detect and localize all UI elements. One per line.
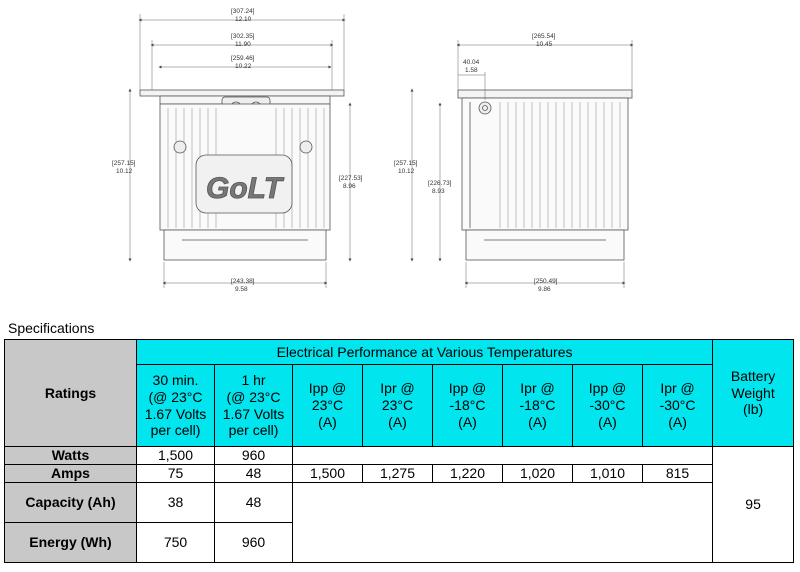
side-view: [457, 89, 633, 261]
header-line: Ipr @: [660, 380, 695, 397]
cell: 48: [214, 482, 293, 523]
weight-header-line: Weight: [731, 384, 775, 401]
header-line: per cell): [150, 422, 201, 439]
side-height-mm: [257.15]: [394, 160, 418, 167]
cell: 960: [214, 446, 293, 465]
cell: 75: [136, 464, 215, 483]
header-line: per cell): [228, 422, 279, 439]
header-line: -30°C: [589, 397, 626, 414]
cell: 815: [641, 464, 714, 483]
row-label-watts: Watts: [4, 446, 137, 465]
front-top-width-in: 10.22: [235, 63, 252, 70]
cell: 38: [136, 482, 215, 523]
header-line: 1 hr: [241, 371, 266, 388]
header-line: Ipr @: [520, 380, 555, 397]
cell: 1,500: [292, 464, 363, 483]
col-header-ipp-23: Ipp @ 23°C (A): [292, 364, 363, 447]
header-line: 23°C: [311, 397, 344, 414]
row-label-energy: Energy (Wh): [4, 522, 137, 563]
header-line: Ipp @: [588, 380, 627, 397]
header-line: (A): [668, 413, 687, 430]
col-header-ipr-m18: Ipr @ -18°C (A): [502, 364, 573, 447]
header-line: Ipp @: [308, 380, 347, 397]
header-line: 30 min.: [152, 371, 199, 388]
col-header-ipp-m30: Ipp @ -30°C (A): [572, 364, 643, 447]
header-line: (A): [598, 413, 617, 430]
header-line: (A): [458, 413, 477, 430]
side-base-width-mm: [250.49]: [534, 278, 558, 285]
front-overall-width-mm: [307.24]: [231, 8, 255, 15]
table-row-energy: Energy (Wh) 750 960: [4, 522, 794, 563]
logo-text: GoLT: [206, 172, 285, 205]
header-line: (@ 23°C: [226, 388, 281, 405]
row-label-amps: Amps: [4, 464, 137, 483]
col-header-1hr: 1 hr (@ 23°C 1.67 Volts per cell): [214, 364, 293, 447]
header-line: Ipp @: [448, 380, 487, 397]
side-base-width-in: 9.86: [538, 286, 551, 293]
battery-weight-value: 95: [712, 446, 795, 563]
battery-weight-header: Battery Weight (lb): [712, 339, 795, 447]
cell: 1,020: [502, 464, 573, 483]
front-case-height-in: 8.96: [343, 183, 356, 190]
cell: 1,500: [136, 446, 215, 465]
col-header-ipp-m18: Ipp @ -18°C (A): [432, 364, 503, 447]
side-case-height-in: 8.93: [432, 188, 445, 195]
header-line: (A): [528, 413, 547, 430]
col-header-ipr-23: Ipr @ 23°C (A): [362, 364, 433, 447]
front-base-width-in: 9.58: [235, 286, 248, 293]
cell: 1,220: [432, 464, 503, 483]
side-terminal-offset-mm: 40.04: [463, 59, 480, 66]
empty-cell: [291, 446, 714, 465]
specifications-title: Specifications: [8, 320, 95, 336]
cell: 48: [214, 464, 293, 483]
front-case-height-mm: [227.53]: [339, 175, 363, 182]
front-overall-width-in: 12.10: [235, 16, 252, 23]
electrical-performance-header: Electrical Performance at Various Temper…: [135, 339, 714, 365]
table-row-capacity: Capacity (Ah) 38 48: [4, 482, 794, 563]
header-line: Ipr @: [380, 380, 415, 397]
row-label-capacity: Capacity (Ah): [4, 482, 137, 523]
header-line: -30°C: [659, 397, 696, 414]
side-terminal-offset-in: 1.58: [465, 67, 478, 74]
front-mid-width-mm: [302.35]: [231, 33, 255, 40]
weight-header-line: Battery: [730, 367, 776, 384]
header-line: (@ 23°C: [148, 388, 203, 405]
header-line: 1.67 Volts: [144, 405, 207, 422]
header-line: -18°C: [449, 397, 486, 414]
ratings-header: Ratings: [4, 339, 137, 447]
header-line: 23°C: [381, 397, 414, 414]
cell: 1,010: [572, 464, 643, 483]
front-height-in: 10.12: [116, 168, 133, 175]
side-case-height-mm: [226.73]: [428, 180, 452, 187]
header-line: 1.67 Volts: [222, 405, 285, 422]
col-header-ipr-m30: Ipr @ -30°C (A): [641, 364, 714, 447]
front-view: GoLT: [139, 89, 345, 261]
side-overall-width-in: 10.45: [536, 41, 553, 48]
table-row-amps: Amps 75 48 1,500 1,275 1,220 1,020 1,010…: [4, 464, 794, 483]
dimension-drawings: GoLT [307.24] 12.10 [302.35] 11.90 [259.…: [112, 8, 634, 293]
front-base-width-mm: [243.38]: [231, 278, 255, 285]
front-top-width-mm: [259.46]: [231, 55, 255, 62]
cell: 960: [214, 522, 293, 563]
weight-header-line: (lb): [742, 401, 764, 418]
side-height-in: 10.12: [398, 168, 415, 175]
col-header-30min: 30 min. (@ 23°C 1.67 Volts per cell): [136, 364, 215, 447]
cell: 1,275: [362, 464, 433, 483]
header-line: (A): [318, 413, 337, 430]
table-row-watts: Watts 1,500 960 95: [4, 446, 795, 563]
header-line: (A): [388, 413, 407, 430]
header-line: -18°C: [519, 397, 556, 414]
side-overall-width-mm: [265.54]: [532, 33, 556, 40]
front-height-mm: [257.15]: [112, 160, 136, 167]
cell: 750: [136, 522, 215, 563]
specifications-table: Ratings Electrical Performance at Variou…: [4, 339, 795, 563]
front-mid-width-in: 11.90: [235, 41, 251, 48]
empty-cell: [291, 482, 714, 563]
